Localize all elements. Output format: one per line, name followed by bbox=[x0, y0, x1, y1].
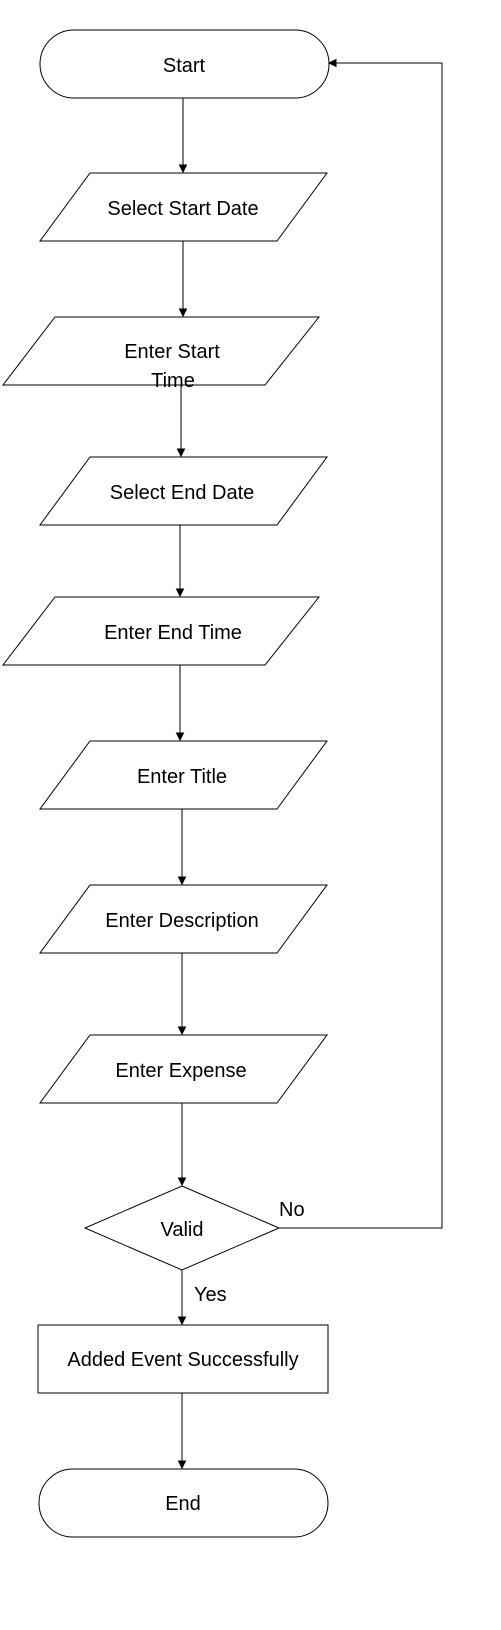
enter-expense-node: Enter Expense bbox=[39, 1034, 328, 1104]
start-node: Start bbox=[39, 29, 330, 99]
edge-added-event-to-end bbox=[177, 1393, 187, 1470]
valid-label: Valid bbox=[161, 1219, 204, 1241]
edge-enter-expense-to-valid bbox=[177, 1103, 187, 1187]
edge-enter-start-time-to-select-end-date bbox=[176, 385, 186, 458]
edge-valid-no-loop-to-start bbox=[279, 58, 443, 1229]
edge-enter-description-to-enter-expense bbox=[177, 953, 187, 1036]
edge-select-start-date-to-enter-start-time bbox=[178, 241, 188, 318]
valid-decision-node: Valid bbox=[83, 1185, 281, 1271]
enter-end-time-node: Enter End Time bbox=[1, 596, 321, 666]
edge-start-to-select-start-date bbox=[178, 98, 188, 174]
added-event-node: Added Event Successfully bbox=[37, 1324, 329, 1394]
edge-enter-title-to-enter-description bbox=[177, 809, 187, 886]
select-start-date-label: Select Start Date bbox=[107, 198, 258, 220]
enter-description-node: Enter Description bbox=[39, 884, 328, 954]
enter-description-label: Enter Description bbox=[105, 910, 258, 932]
enter-start-time-node: Enter Start Time bbox=[1, 316, 321, 392]
added-event-label: Added Event Successfully bbox=[67, 1349, 298, 1371]
enter-expense-label: Enter Expense bbox=[115, 1060, 246, 1082]
edge-select-end-date-to-enter-end-time bbox=[175, 525, 185, 598]
end-label: End bbox=[165, 1493, 201, 1515]
end-node: End bbox=[38, 1468, 329, 1538]
enter-start-time-label-line2: Time bbox=[151, 370, 195, 392]
enter-title-node: Enter Title bbox=[39, 740, 328, 810]
select-end-date-node: Select End Date bbox=[39, 456, 328, 526]
edge-valid-yes-to-added-event bbox=[177, 1270, 187, 1326]
yes-edge-label: Yes bbox=[194, 1284, 227, 1306]
enter-start-time-label-line1: Enter Start bbox=[124, 341, 220, 363]
no-edge-label: No bbox=[279, 1199, 305, 1221]
enter-end-time-label: Enter End Time bbox=[104, 622, 242, 644]
enter-title-label: Enter Title bbox=[137, 766, 227, 788]
select-start-date-node: Select Start Date bbox=[39, 172, 328, 242]
select-end-date-label: Select End Date bbox=[110, 482, 255, 504]
start-label: Start bbox=[163, 55, 206, 77]
edge-enter-end-time-to-enter-title bbox=[175, 665, 185, 742]
